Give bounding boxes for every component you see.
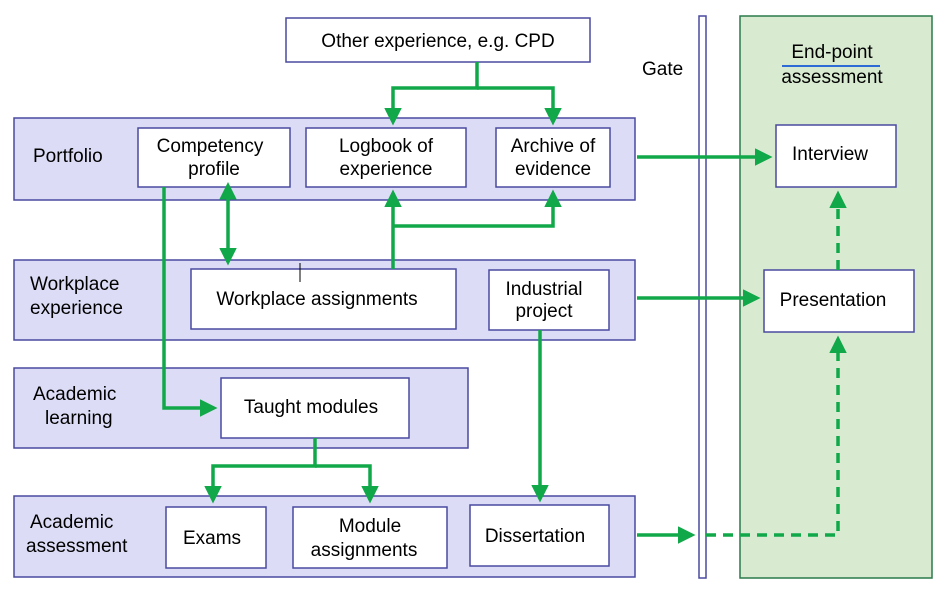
lane-label-academic-assessment-line1: Academic xyxy=(30,512,113,533)
gate-label: Gate xyxy=(642,59,683,80)
box-industrial-project xyxy=(488,269,610,331)
box-exams xyxy=(165,506,267,569)
box-presentation-label: Presentation xyxy=(780,290,887,311)
box-dissertation-label: Dissertation xyxy=(485,526,585,547)
lane-label-portfolio: Portfolio xyxy=(33,146,103,167)
box-module-assignments-line1: Module xyxy=(339,516,401,537)
lane-label-academic-learning-line1: Academic xyxy=(33,384,116,405)
arrow-taught-to-exams xyxy=(204,438,317,504)
arrow-workplace-to-archive xyxy=(393,189,562,228)
arrow-taught-to-module-assignments xyxy=(315,464,379,504)
arrow-other-to-archive xyxy=(477,86,562,126)
lane-label-academic-learning-line2: learning xyxy=(45,408,113,429)
box-competency-profile-line2: profile xyxy=(188,159,240,180)
lane-label-workplace-line1: Workplace xyxy=(30,274,119,295)
box-taught-modules-label: Taught modules xyxy=(244,397,378,418)
box-interview xyxy=(775,124,897,188)
box-interview-label: Interview xyxy=(792,144,868,165)
box-workplace-assignments-label: Workplace assignments xyxy=(216,289,417,310)
box-archive-line2: evidence xyxy=(515,159,591,180)
box-competency-profile-line1: Competency xyxy=(157,136,264,157)
arrow-competency-to-taught xyxy=(162,187,218,417)
epa-title-line2: assessment xyxy=(781,67,883,88)
box-logbook-line2: experience xyxy=(340,159,433,180)
epa-title-line1: End-point xyxy=(791,42,873,63)
box-industrial-project-line1: Industrial xyxy=(505,279,582,300)
box-archive xyxy=(495,127,611,188)
box-competency-profile xyxy=(137,127,291,188)
box-exams-label: Exams xyxy=(183,528,241,549)
box-module-assignments xyxy=(292,506,448,569)
box-archive-line1: Archive of xyxy=(511,136,596,157)
box-logbook-line1: Logbook of xyxy=(339,136,434,157)
box-industrial-project-line2: project xyxy=(515,301,573,322)
lane-label-workplace-line2: experience xyxy=(30,298,123,319)
arrow-dashed-to-presentation xyxy=(706,335,847,537)
box-module-assignments-line2: assignments xyxy=(311,540,418,561)
arrow-other-to-logbook xyxy=(384,62,479,126)
lane-label-academic-assessment-line2: assessment xyxy=(26,536,128,557)
box-taught-modules xyxy=(220,377,410,439)
box-logbook xyxy=(305,127,467,188)
box-workplace-assignments xyxy=(190,268,457,330)
box-other-experience xyxy=(285,17,591,63)
box-dissertation xyxy=(469,504,610,567)
box-other-experience-label: Other experience, e.g. CPD xyxy=(321,31,554,52)
